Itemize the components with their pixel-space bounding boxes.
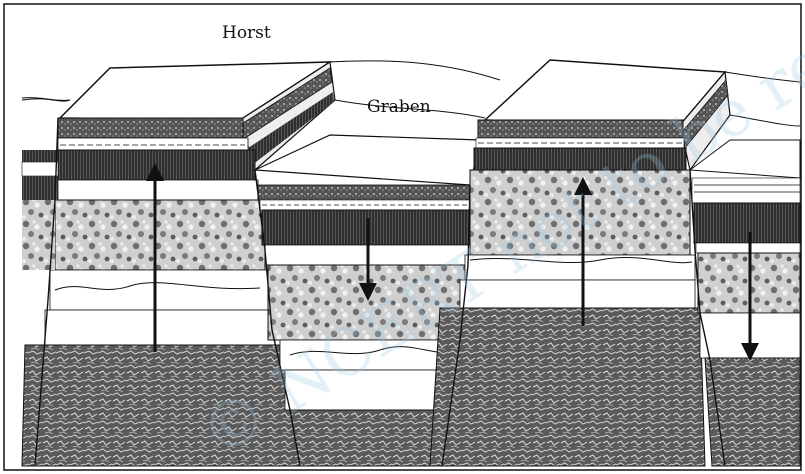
far-right-graben-block (690, 140, 800, 466)
graben-label: Graben (367, 97, 431, 117)
horst-label: Horst (222, 23, 271, 43)
